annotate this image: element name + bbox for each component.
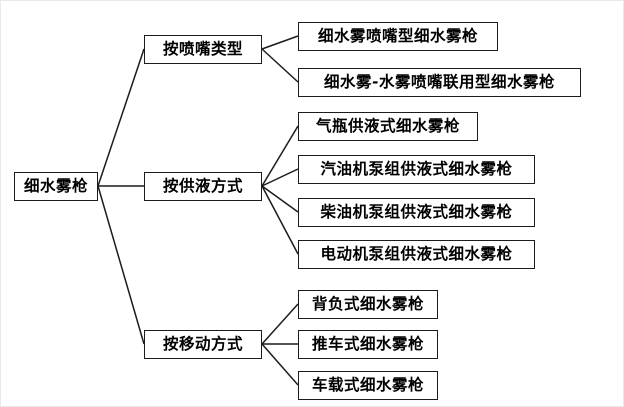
node-leaf-supply-1[interactable]: 气瓶供液式细水雾枪 bbox=[298, 112, 478, 141]
edge-nozzle-to-child-2 bbox=[261, 48, 299, 83]
node-leaf-supply-3[interactable]: 柴油机泵组供液式细水雾枪 bbox=[298, 198, 535, 227]
edge-supply-to-child-3 bbox=[261, 185, 299, 213]
edge-supply-to-child-1 bbox=[261, 125, 299, 187]
node-branch-mobility-mode[interactable]: 按移动方式 bbox=[144, 330, 262, 359]
edge-supply-to-child-4 bbox=[261, 185, 299, 255]
node-leaf-mobility-3[interactable]: 车载式细水雾枪 bbox=[298, 371, 438, 400]
edge-mobility-to-child-3 bbox=[261, 343, 299, 386]
node-root[interactable]: 细水雾枪 bbox=[14, 172, 98, 201]
node-leaf-nozzle-1[interactable]: 细水雾喷嘴型细水雾枪 bbox=[298, 22, 498, 51]
node-leaf-nozzle-2[interactable]: 细水雾-水雾喷嘴联用型细水雾枪 bbox=[298, 68, 581, 97]
edge-nozzle-to-child-1 bbox=[261, 35, 299, 50]
node-leaf-mobility-2[interactable]: 推车式细水雾枪 bbox=[298, 330, 438, 359]
node-branch-nozzle-type[interactable]: 按喷嘴类型 bbox=[144, 35, 262, 64]
node-leaf-mobility-1[interactable]: 背负式细水雾枪 bbox=[298, 290, 438, 319]
node-branch-supply-mode[interactable]: 按供液方式 bbox=[144, 172, 262, 201]
edge-root-to-nozzle-type bbox=[97, 48, 145, 187]
edge-supply-to-child-2 bbox=[261, 168, 299, 187]
node-leaf-supply-2[interactable]: 汽油机泵组供液式细水雾枪 bbox=[298, 155, 535, 184]
edge-mobility-to-child-1 bbox=[261, 303, 299, 345]
edge-root-to-mobility-mode bbox=[97, 185, 145, 345]
node-leaf-supply-4[interactable]: 电动机泵组供液式细水雾枪 bbox=[298, 240, 535, 269]
